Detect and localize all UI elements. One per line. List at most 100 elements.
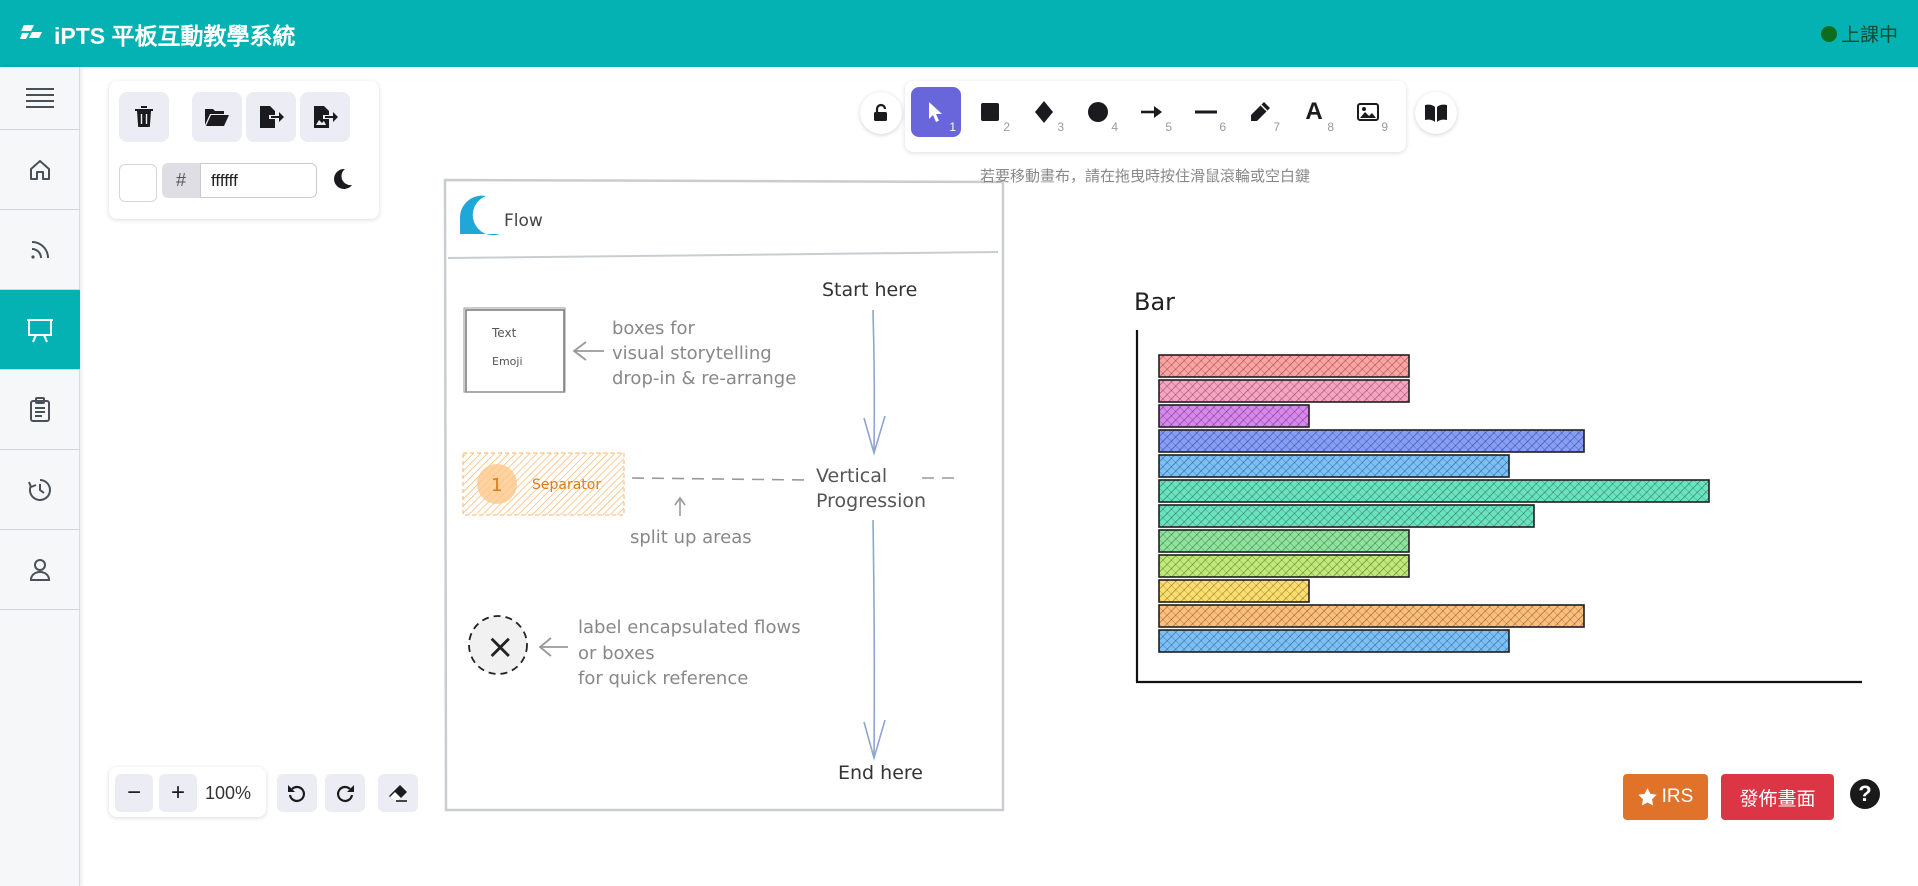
clipboard-icon [30,396,50,422]
sidebar-item-notes[interactable] [0,370,80,450]
flow-box-emoji: Emoji [492,355,523,368]
flow-label-desc-1: label encapsulated flows [578,617,801,638]
eraser-icon [389,785,407,802]
flow-label-circle[interactable] [468,615,528,675]
status-dot-icon [1820,25,1837,42]
export-file-button[interactable] [246,92,296,142]
clear-canvas-button[interactable] [119,92,169,142]
tool-rectangle[interactable]: 2 [965,87,1015,137]
tool-selection[interactable]: 1 [911,87,961,137]
redo-button[interactable] [325,774,365,812]
chart-bar-hatch [1159,480,1709,502]
flow-box-desc-3: drop-in & re-arrange [612,368,796,389]
pencil-icon [1251,102,1270,121]
tool-shortcut-number: 4 [1111,120,1118,134]
flow-logo-icon [459,195,500,236]
help-icon[interactable]: ? [1850,779,1880,809]
rectangle-icon [981,103,999,121]
tool-shortcut-number: 5 [1165,120,1172,134]
chart-bar-outline [1158,554,1410,578]
export-image-button[interactable] [300,92,350,142]
line-icon [1195,110,1217,114]
chart-bar-outline [1158,454,1510,478]
undo-button[interactable] [277,774,317,812]
image-export-icon [314,106,338,128]
app-brand: iPTS 平板互動教學系統 [20,17,296,51]
flow-frame[interactable] [443,178,1005,812]
open-file-button[interactable] [192,92,242,142]
chart-bar-outline [1158,379,1410,403]
chart-bar-hatch [1159,530,1409,552]
flow-split-label: split up areas [630,527,752,548]
chart-bar-hatch [1159,405,1309,427]
flow-box-desc-2: visual storytelling [612,343,772,364]
flow-text-box[interactable] [463,307,566,393]
flow-left-arrow-1 [572,341,604,361]
flow-sep-number: 1 [491,475,502,496]
flow-up-arrow [674,496,686,516]
pointer-icon [929,102,942,122]
flow-separator[interactable] [462,452,625,516]
top-bar: iPTS 平板互動教學系統 上課中 [0,0,1918,67]
sidebar-item-home[interactable] [0,130,80,210]
tool-diamond[interactable]: 3 [1019,87,1069,137]
chart-bar-outline [1158,479,1710,503]
chart-title: Bar [1134,288,1175,316]
chart-bar-outline [1158,404,1310,428]
flow-label-desc-3: for quick reference [578,668,748,689]
flow-end-label: End here [838,762,923,784]
dark-mode-moon-icon[interactable] [331,167,353,191]
tool-pencil[interactable]: 7 [1235,87,1285,137]
logo-icon [20,24,42,39]
tool-text[interactable]: A 8 [1289,87,1339,137]
chart-bar-hatch [1159,380,1409,402]
eraser-button[interactable] [378,774,418,812]
flow-label-desc-2: or boxes [578,643,655,664]
chart-bar-hatch [1159,505,1534,527]
irs-button[interactable]: IRS [1623,774,1708,820]
chart-bar-outline [1158,629,1510,653]
unlock-icon [874,103,887,121]
hamburger-icon [26,88,54,108]
sidebar-item-feed[interactable] [0,210,80,290]
star-icon [1637,788,1657,806]
flow-down-arrow-top [863,309,886,456]
chart-bar-outline [1158,504,1535,528]
flow-down-arrow-bottom [863,519,886,761]
background-color-input[interactable] [200,163,317,198]
sidebar-item-whiteboard[interactable] [0,290,80,370]
ellipse-icon [1088,102,1108,122]
zoom-in-button[interactable]: + [159,774,197,812]
lock-toggle-button[interactable] [860,92,902,134]
background-color-swatch[interactable] [119,164,157,202]
home-icon [30,159,50,180]
trash-icon [135,106,153,127]
flow-logo-text: Flow [504,211,543,231]
sidebar-item-history[interactable] [0,450,80,530]
app-title: iPTS 平板互動教學系統 [54,22,296,49]
text-icon: A [1305,98,1323,125]
canvas-pan-hint: 若要移動畫布，請在拖曳時按住滑鼠滾輪或空白鍵 [980,168,1311,185]
tool-line[interactable]: 6 [1181,87,1231,137]
publish-screen-button[interactable]: 發佈畫面 [1721,774,1834,820]
zoom-controls: − + 100% [109,767,266,817]
canvas-actions-panel: # [109,81,379,219]
tool-image[interactable]: 9 [1343,87,1393,137]
chart-bar-outline [1158,354,1410,378]
chart-bar-hatch [1159,580,1309,602]
zoom-out-button[interactable]: − [115,774,153,812]
tool-ellipse[interactable]: 4 [1073,87,1123,137]
tool-arrow[interactable]: 5 [1127,87,1177,137]
flow-label-mark: × [486,627,515,667]
library-button[interactable] [1415,92,1457,134]
chart-bar-outline [1158,429,1585,453]
zoom-level[interactable]: 100% [205,783,252,803]
sidebar-item-profile[interactable] [0,530,80,610]
sidebar-item-menu[interactable] [0,67,80,130]
chart-bar-hatch [1159,455,1509,477]
chart-bar-hatch [1159,605,1584,627]
tool-shortcut-number: 2 [1003,120,1010,134]
chart-bar-outline [1158,579,1310,603]
chart-bar-outline [1158,529,1410,553]
